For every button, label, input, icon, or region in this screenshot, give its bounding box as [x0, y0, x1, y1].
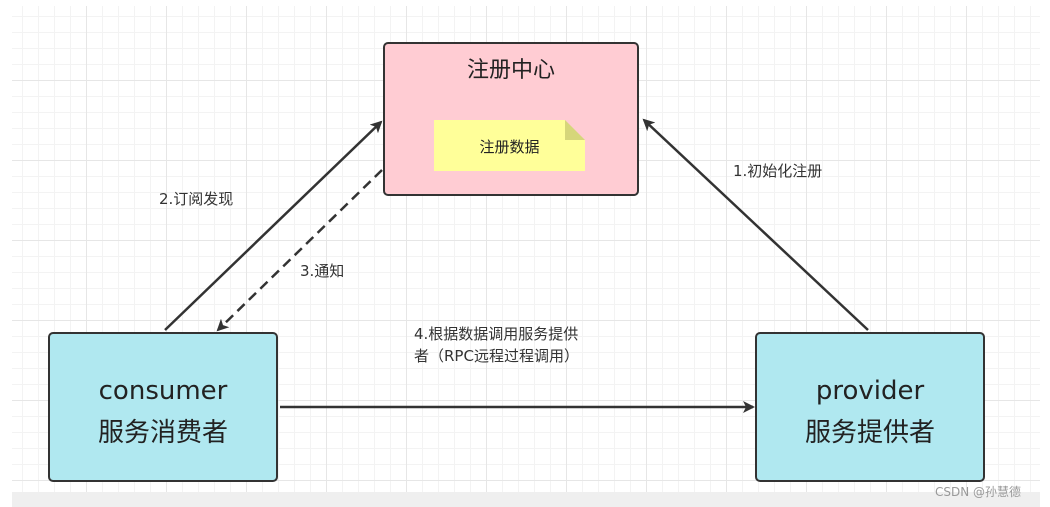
provider-node[interactable]: provider 服务提供者 — [755, 332, 985, 482]
bottom-strip — [12, 492, 1040, 507]
consumer-node[interactable]: consumer 服务消费者 — [48, 332, 278, 482]
register-label: 1.初始化注册 — [733, 162, 823, 180]
registry-title: 注册中心 — [466, 58, 555, 83]
watermark: CSDN @孙慧德 — [935, 485, 1022, 499]
register-arrow — [642, 118, 869, 331]
registry-note-label: 注册数据 — [479, 138, 540, 156]
notify-label: 3.通知 — [300, 262, 345, 280]
subscribe-arrow — [164, 120, 383, 331]
registry-node[interactable]: 注册中心 注册数据 — [383, 42, 639, 196]
registry-note[interactable]: 注册数据 — [434, 120, 585, 171]
provider-role: 服务提供者 — [804, 418, 935, 448]
note-fold-corner — [565, 120, 585, 140]
subscribe-label: 2.订阅发现 — [159, 190, 234, 208]
invoke-label-line1: 4.根据数据调用服务提供 — [414, 325, 579, 343]
provider-name: provider — [815, 376, 925, 406]
consumer-name: consumer — [98, 376, 228, 406]
invoke-label-line2: 者（RPC远程过程调用） — [414, 347, 579, 365]
notify-arrow — [216, 169, 383, 332]
consumer-role: 服务消费者 — [97, 418, 228, 448]
